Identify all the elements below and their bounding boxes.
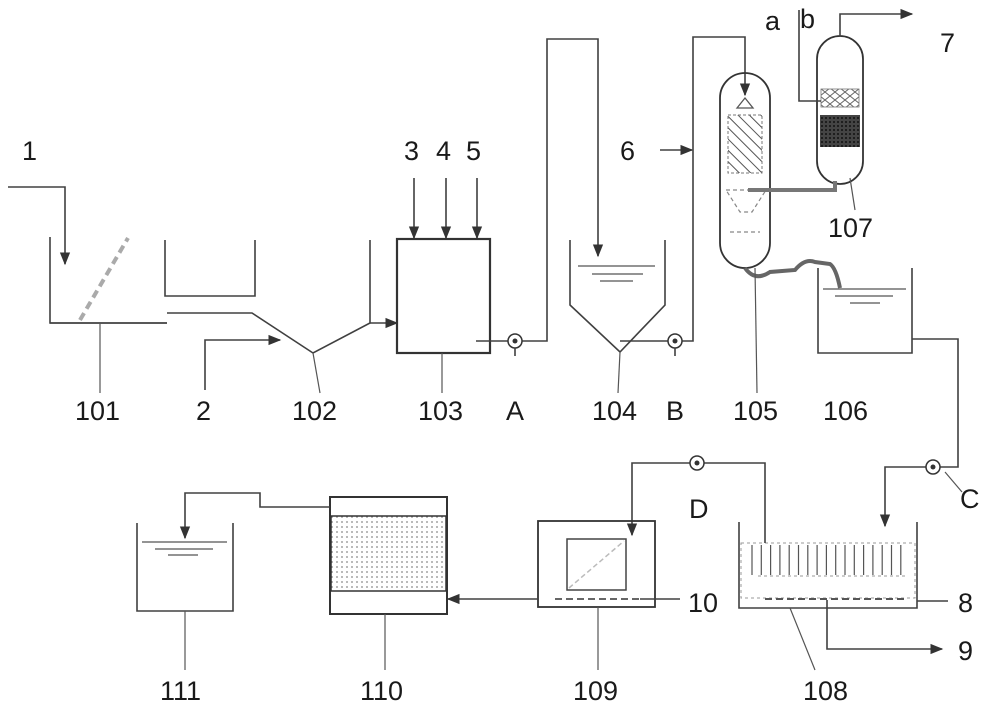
unit-109-box (537, 520, 656, 608)
line-108-to-109 (632, 462, 766, 543)
unit-104-settling-tank (569, 240, 666, 354)
line-103-to-104 (476, 38, 598, 342)
unit-107-scrubber (816, 35, 864, 185)
label-pump-A: A (506, 396, 524, 426)
label-2: 2 (196, 396, 211, 426)
label-108: 108 (803, 676, 848, 706)
label-5: 5 (466, 136, 481, 166)
unit-106-tank (817, 268, 913, 354)
pump-D (689, 455, 705, 471)
label-103: 103 (418, 396, 463, 426)
line-104-to-105 (620, 36, 745, 342)
label-104: 104 (592, 396, 637, 426)
pump-B (667, 333, 683, 356)
label-109: 109 (573, 676, 618, 706)
label-111: 111 (160, 676, 201, 706)
label-105: 105 (733, 396, 778, 426)
label-110: 110 (360, 676, 403, 706)
pump-A (507, 333, 523, 356)
label-107: 107 (828, 213, 873, 243)
unit-105-column (719, 72, 771, 269)
port-b-line (798, 10, 821, 102)
label-6: 6 (620, 136, 635, 166)
unit-110-filter (329, 496, 448, 615)
unit-101-screen-tank (49, 236, 167, 324)
unit-108-membrane-tank (738, 522, 918, 609)
pump-C (925, 459, 941, 475)
label-port-a: a (765, 6, 781, 36)
label-pump-B: B (666, 396, 684, 426)
unit-102-tank (164, 240, 371, 354)
outlet-7-line (839, 8, 914, 36)
outlet-9-line (826, 600, 944, 655)
label-4: 4 (436, 136, 451, 166)
line-110-to-111 (179, 492, 330, 540)
label-102: 102 (292, 396, 337, 426)
line-105-to-107 (748, 181, 837, 192)
label-10: 10 (688, 588, 718, 618)
inlet-1-line (8, 186, 71, 266)
line-106-to-108 (885, 338, 959, 526)
label-106: 106 (823, 396, 868, 426)
label-pump-C: C (960, 484, 980, 514)
unit-103-reactor (395, 237, 492, 355)
label-pump-D: D (689, 494, 709, 524)
label-8: 8 (958, 588, 973, 618)
label-port-b: b (800, 4, 815, 34)
membrane-bundle (751, 545, 902, 575)
label-7: 7 (940, 28, 955, 58)
label-9: 9 (958, 636, 973, 666)
label-1: 1 (22, 136, 37, 166)
line-105-to-106 (743, 259, 842, 289)
label-3: 3 (404, 136, 419, 166)
leader-lines (99, 177, 963, 671)
inlet-2-line (204, 334, 282, 390)
label-101: 101 (75, 396, 120, 426)
